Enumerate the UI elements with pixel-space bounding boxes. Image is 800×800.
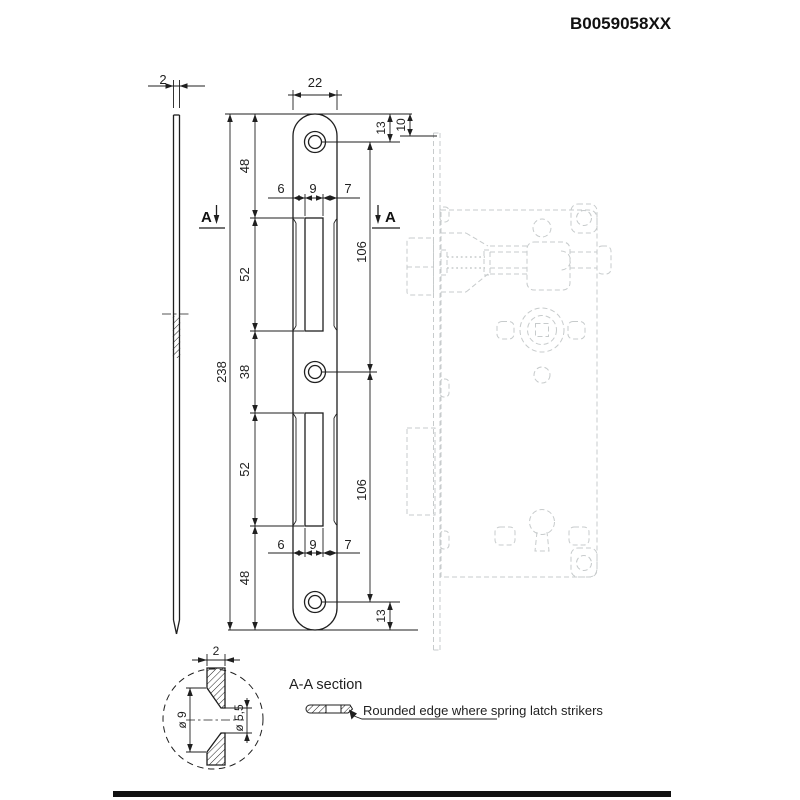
svg-text:13: 13 bbox=[374, 609, 388, 623]
detail-dim-hole: ø 5,5 bbox=[221, 698, 252, 743]
dim-top-hole-offset: 13 bbox=[374, 114, 393, 142]
strike-plate-side-view: 2 bbox=[148, 72, 205, 635]
svg-text:A: A bbox=[201, 209, 212, 226]
keyhole bbox=[494, 509, 590, 552]
svg-text:6: 6 bbox=[277, 181, 284, 196]
dim-lock-top-offset: 10 bbox=[394, 114, 437, 137]
svg-text:9: 9 bbox=[309, 537, 316, 552]
detail-dim-countersink: ø 9 bbox=[175, 687, 206, 753]
dimensions: 22 238 48 52 38 52 48 bbox=[214, 75, 437, 631]
svg-text:6: 6 bbox=[277, 537, 284, 552]
svg-text:22: 22 bbox=[308, 75, 322, 90]
svg-text:ø 5,5: ø 5,5 bbox=[232, 704, 246, 732]
dim-slot-upper: 6 9 7 bbox=[268, 181, 360, 216]
svg-text:38: 38 bbox=[237, 365, 252, 379]
aa-section-view: A-A section Rounded edge where spring la… bbox=[289, 677, 603, 720]
svg-text:7: 7 bbox=[344, 181, 351, 196]
svg-text:9: 9 bbox=[309, 181, 316, 196]
section-marker-left: A bbox=[199, 205, 225, 229]
svg-text:13: 13 bbox=[374, 121, 388, 135]
svg-text:238: 238 bbox=[214, 361, 229, 383]
svg-text:ø 9: ø 9 bbox=[175, 711, 189, 729]
dim-bottom-hole-offset: 13 bbox=[374, 602, 393, 630]
countersink-detail: 2 ø 9 ø 5,5 bbox=[162, 644, 264, 770]
plate-outline bbox=[292, 113, 338, 631]
mortise-lock-phantom bbox=[406, 132, 612, 651]
detail-dim-thickness: 2 bbox=[192, 644, 240, 666]
deadbolt bbox=[406, 427, 436, 516]
svg-text:52: 52 bbox=[237, 267, 252, 281]
slot-edge-lips bbox=[293, 218, 337, 526]
svg-text:48: 48 bbox=[237, 571, 252, 585]
dim-side-thickness-label: 2 bbox=[159, 72, 166, 87]
section-hatch bbox=[172, 316, 181, 358]
svg-text:2: 2 bbox=[213, 644, 220, 658]
bottom-border-bar bbox=[113, 791, 671, 797]
dim-overall-height: 238 bbox=[214, 114, 233, 630]
svg-text:106: 106 bbox=[354, 479, 369, 501]
svg-text:52: 52 bbox=[237, 462, 252, 476]
part-number-title: B0059058XX bbox=[570, 14, 672, 33]
svg-text:10: 10 bbox=[394, 118, 408, 132]
svg-text:48: 48 bbox=[237, 159, 252, 173]
dim-slot-lower: 6 9 7 bbox=[268, 528, 360, 557]
spindle-hub bbox=[496, 307, 586, 353]
latch-slot-lower bbox=[304, 412, 324, 527]
latch-follower-block bbox=[526, 241, 571, 291]
lock-screw-lug-bottom bbox=[570, 547, 598, 578]
lock-screw-lug-top bbox=[570, 203, 598, 234]
section-marker-right: A bbox=[372, 205, 400, 229]
svg-text:A: A bbox=[385, 209, 396, 226]
latch-slot-upper bbox=[304, 217, 324, 332]
rounded-edge-note: Rounded edge where spring latch strikers bbox=[363, 703, 603, 718]
dim-plate-width: 22 bbox=[288, 75, 342, 110]
svg-text:106: 106 bbox=[354, 241, 369, 263]
dim-segment-chain: 48 52 38 52 48 bbox=[237, 114, 258, 630]
aa-section-label: A-A section bbox=[289, 677, 362, 693]
lock-case-outline bbox=[440, 209, 598, 578]
dim-hole-spacing: 106 106 bbox=[354, 142, 373, 602]
dim-side-thickness: 2 bbox=[148, 72, 205, 108]
svg-text:7: 7 bbox=[344, 537, 351, 552]
